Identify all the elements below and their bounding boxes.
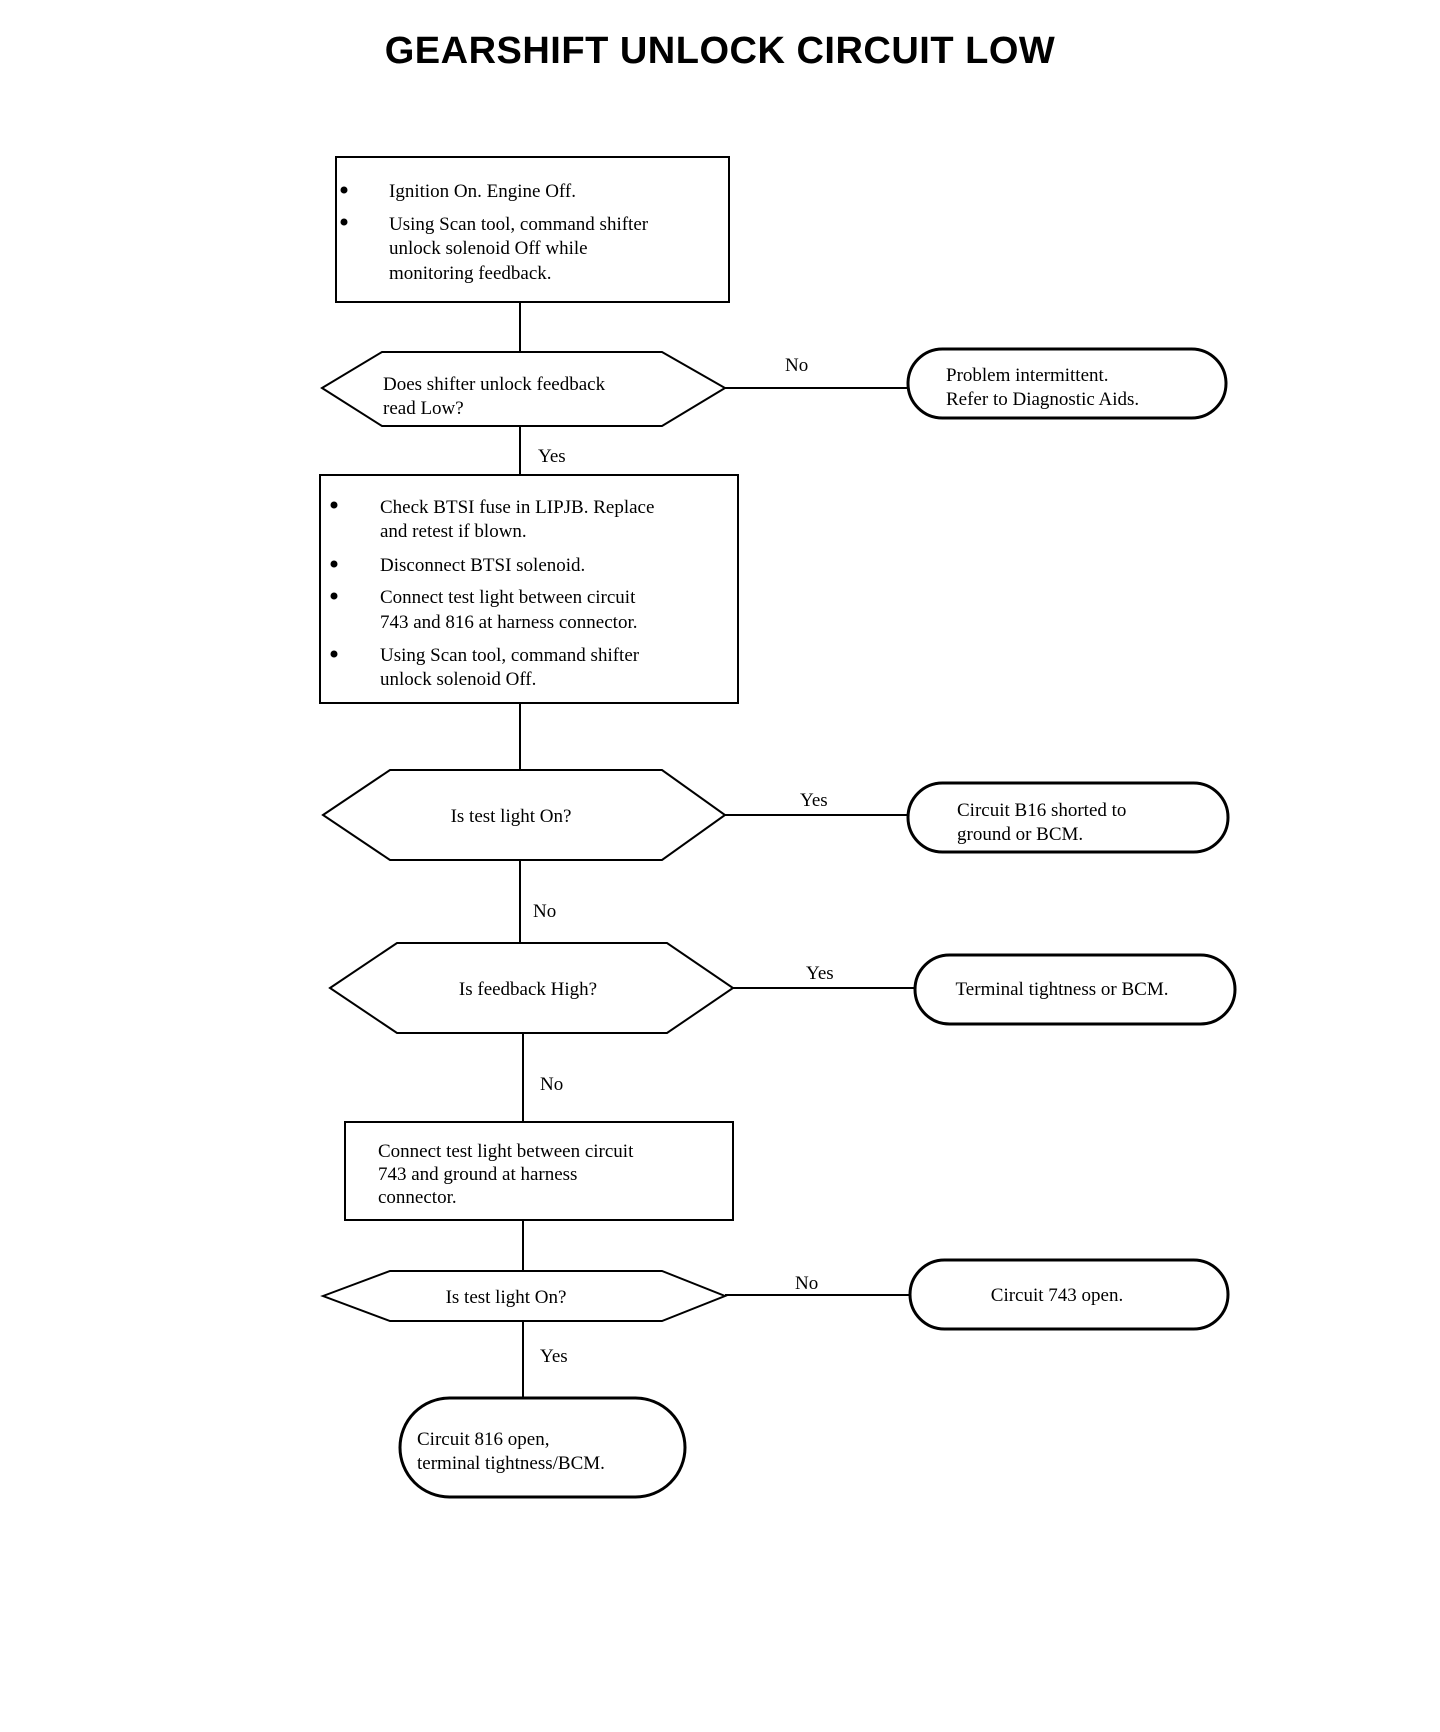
- decision1-yes-label: Yes: [538, 446, 566, 467]
- step3-line-2: 743 and ground at harness: [378, 1164, 577, 1185]
- decision3-hexagon: Is feedback High?: [328, 942, 735, 1034]
- bullet-icon: [330, 592, 338, 600]
- bullet-icon: [340, 186, 348, 194]
- final-result-terminal: Circuit 816 open, terminal tightness/BCM…: [398, 1396, 687, 1499]
- decision3-no-label: No: [540, 1074, 563, 1095]
- bullet-icon: [330, 501, 338, 509]
- decision4-yes-label: Yes: [540, 1346, 568, 1367]
- decision1-result-line-2: Refer to Diagnostic Aids.: [946, 389, 1139, 410]
- step2-bullet-2-line-1: Disconnect BTSI solenoid.: [380, 555, 585, 576]
- decision1-line-2: read Low?: [383, 398, 464, 419]
- step1-bullet-1-line-1: Ignition On. Engine Off.: [389, 181, 576, 202]
- decision4-line-1: Is test light On?: [446, 1287, 567, 1308]
- diagram-title: GEARSHIFT UNLOCK CIRCUIT LOW: [384, 30, 1056, 72]
- bullet-icon: [330, 650, 338, 658]
- decision4-no-label: No: [795, 1273, 818, 1294]
- decision2-hexagon: Is test light On?: [321, 769, 727, 861]
- decision1-result-line-1: Problem intermittent.: [946, 365, 1109, 386]
- decision2-result-line-2: ground or BCM.: [957, 824, 1083, 845]
- bullet-icon: [340, 218, 348, 226]
- step2-bullet-4-line-1: Using Scan tool, command shifter: [380, 645, 640, 666]
- decision3-line-1: Is feedback High?: [459, 979, 597, 1000]
- step1-bullet-2-line-1: Using Scan tool, command shifter: [389, 214, 649, 235]
- decision1-line-1: Does shifter unlock feedback: [383, 374, 606, 395]
- bullet-icon: [330, 560, 338, 568]
- decision4-result-line-1: Circuit 743 open.: [991, 1285, 1123, 1306]
- step3-line-1: Connect test light between circuit: [378, 1141, 634, 1162]
- decision4-result-terminal: Circuit 743 open.: [908, 1258, 1230, 1331]
- step1-bullet-2-line-3: monitoring feedback.: [389, 263, 552, 284]
- step2-box: Check BTSI fuse in LIPJB. Replace and re…: [319, 474, 739, 704]
- step2-bullet-1-line-1: Check BTSI fuse in LIPJB. Replace: [380, 497, 654, 518]
- step1-box: Ignition On. Engine Off. Using Scan tool…: [335, 156, 730, 303]
- step1-bullet-2-line-2: unlock solenoid Off while: [389, 238, 588, 259]
- decision2-result-terminal: Circuit B16 shorted to ground or BCM.: [906, 781, 1230, 854]
- final-line-1: Circuit 816 open,: [417, 1429, 549, 1450]
- step2-bullet-3-line-2: 743 and 816 at harness connector.: [380, 612, 637, 633]
- decision2-line-1: Is test light On?: [451, 806, 572, 827]
- decision4-hexagon: Is test light On?: [320, 1270, 728, 1322]
- final-line-2: terminal tightness/BCM.: [417, 1453, 605, 1474]
- step3-line-3: connector.: [378, 1187, 457, 1208]
- step2-bullet-1-line-2: and retest if blown.: [380, 521, 527, 542]
- decision3-result-line-1: Terminal tightness or BCM.: [956, 979, 1169, 1000]
- step3-box: Connect test light between circuit 743 a…: [344, 1121, 734, 1221]
- decision3-yes-label: Yes: [806, 963, 834, 984]
- decision3-result-terminal: Terminal tightness or BCM.: [913, 953, 1237, 1026]
- step2-bullet-3-line-1: Connect test light between circuit: [380, 587, 636, 608]
- decision1-no-label: No: [785, 355, 808, 376]
- step2-bullet-4-line-2: unlock solenoid Off.: [380, 669, 536, 690]
- decision1-result-terminal: Problem intermittent. Refer to Diagnosti…: [906, 347, 1228, 420]
- decision1-hexagon: Does shifter unlock feedback read Low?: [320, 351, 727, 427]
- decision2-no-label: No: [533, 901, 556, 922]
- decision2-result-line-1: Circuit B16 shorted to: [957, 800, 1126, 821]
- decision2-yes-label: Yes: [800, 790, 828, 811]
